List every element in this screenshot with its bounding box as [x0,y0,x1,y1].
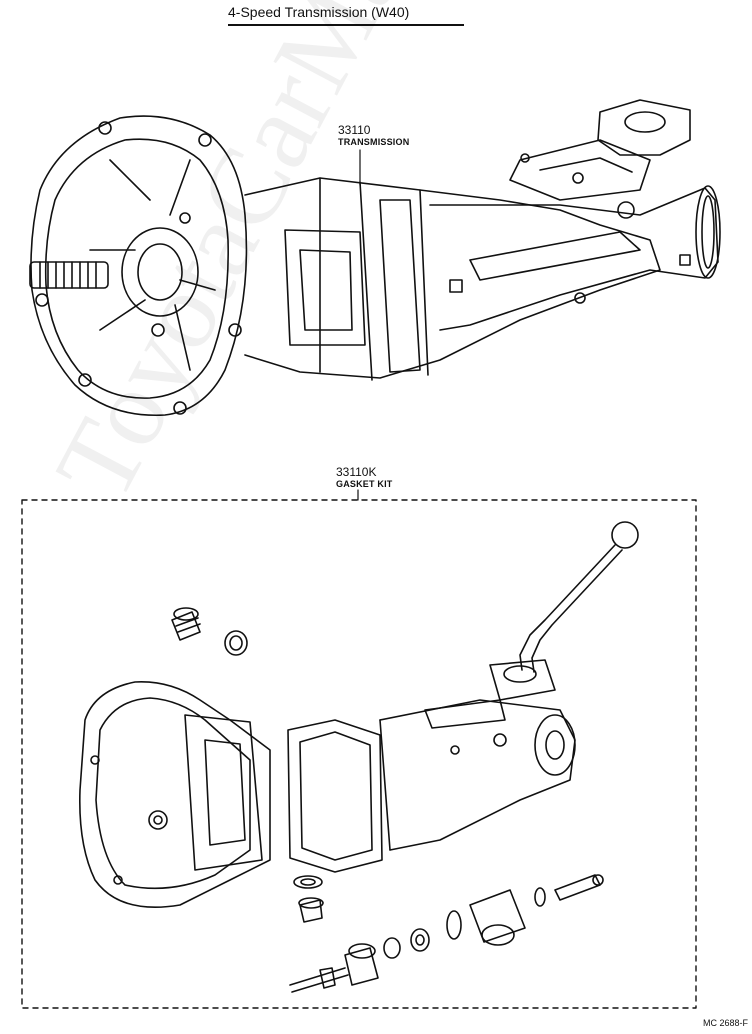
part-label-gasket-kit: 33110K GASKET KIT [336,465,393,490]
part-number: 33110 [338,123,371,137]
bottom-small-parts [289,874,604,993]
gasket-kit-boundary [21,499,697,1009]
transmission-case-exploded [78,659,576,908]
transmission-assembly [29,99,721,417]
drain-plug-and-washer [171,607,248,656]
diagram-title: 4-Speed Transmission (W40) [228,4,410,20]
part-name: TRANSMISSION [338,137,410,147]
title-underline [228,24,464,26]
part-label-transmission: 33110 TRANSMISSION [338,123,410,148]
shift-lever [519,521,639,673]
part-number: 33110K [336,465,377,479]
diagram-code: MC 2688-F [702,1018,748,1028]
part-name: GASKET KIT [336,479,393,489]
